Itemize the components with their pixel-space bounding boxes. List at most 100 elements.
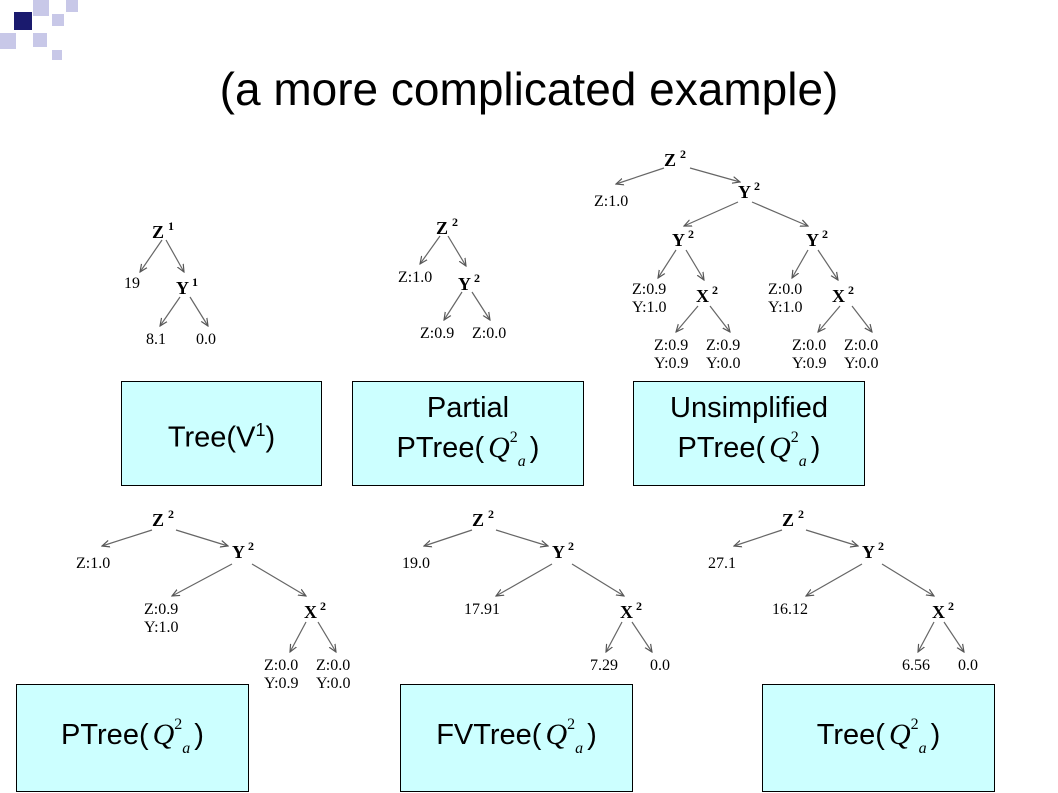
node-y: Y	[552, 542, 565, 562]
label-box-partial-ptree: Partial PTree(Q2a)	[352, 381, 584, 486]
leaf-value: 7.29	[590, 657, 618, 674]
box-label: Tree(Q2a)	[816, 716, 941, 757]
node-sup: 2	[320, 599, 326, 613]
leaf-value: 6.56	[902, 657, 930, 674]
q-symbol: Q2a	[488, 428, 526, 470]
leaf-value: 0.0	[650, 657, 670, 674]
label-box-tree-q: Tree(Q2a)	[762, 684, 995, 792]
leaf-value: Z:1.0	[594, 193, 628, 210]
leaf-value: Z:0.0	[768, 281, 802, 298]
node-x: X	[620, 602, 633, 622]
node-z: Z	[152, 510, 164, 530]
node-sup: 2	[712, 283, 718, 297]
leaf-value: Y:0.0	[316, 675, 351, 692]
node-sup: 2	[474, 271, 480, 285]
box-label: FVTree(Q2a)	[436, 716, 597, 757]
box-label-line1: Partial	[426, 391, 510, 424]
leaf-value: Y:1.0	[632, 299, 667, 316]
leaf-value: 8.1	[146, 331, 166, 348]
leaf-value: Z:0.0	[472, 325, 506, 342]
tree-fvtree: Z 2 19.0 Y 2 17.91 X 2 7.29 0.0	[402, 507, 670, 674]
leaf-value: Z:0.0	[844, 337, 878, 354]
node-x: X	[932, 602, 945, 622]
node-x: X	[696, 286, 709, 306]
corner-square-light	[66, 0, 78, 12]
node-y: Y	[176, 278, 189, 298]
leaf-value: Y:0.9	[264, 675, 299, 692]
box-label: Tree(V1)	[167, 419, 276, 454]
leaf-value: 0.0	[958, 657, 978, 674]
label-box-fvtree: FVTree(Q2a)	[400, 684, 633, 792]
node-sup: 2	[680, 147, 686, 161]
node-sup: 2	[168, 507, 174, 521]
node-y: Y	[738, 182, 751, 202]
node-sup: 2	[452, 215, 458, 229]
box-label-line2: PTree(Q2a)	[677, 428, 821, 470]
node-z: Z	[436, 218, 448, 238]
leaf-value: Y:0.9	[654, 355, 689, 372]
node-sup: 2	[688, 227, 694, 241]
node-sup: 2	[878, 539, 884, 553]
q-symbol: Q2a	[888, 716, 927, 757]
node-x: X	[832, 286, 845, 306]
node-y: Y	[458, 274, 471, 294]
leaf-value: Z:0.9	[144, 601, 178, 618]
node-y: Y	[672, 230, 685, 250]
corner-square-light	[0, 33, 16, 49]
node-y: Y	[806, 230, 819, 250]
node-sup: 1	[168, 219, 174, 233]
node-x: X	[304, 602, 317, 622]
node-sup: 2	[848, 283, 854, 297]
leaf-value: Z:0.9	[706, 337, 740, 354]
leaf-value: Z:0.9	[420, 325, 454, 342]
node-y: Y	[862, 542, 875, 562]
corner-square-light	[33, 33, 47, 47]
node-z: Z	[152, 222, 164, 242]
leaf-value: 27.1	[708, 555, 736, 572]
box-label: PTree(Q2a)	[61, 716, 204, 757]
leaf-value: 17.91	[464, 601, 500, 618]
leaf-value: Y:0.0	[706, 355, 741, 372]
q-symbol: Q2a	[769, 428, 807, 470]
leaf-value: Y:0.0	[844, 355, 879, 372]
node-y: Y	[232, 542, 245, 562]
tree-ptree: Z 2 Z:1.0 Y 2 Z:0.9 Y:1.0 X 2 Z:0.0 Y:0.…	[76, 507, 351, 692]
leaf-value: Y:1.0	[144, 619, 179, 636]
q-symbol: Q2a	[545, 716, 584, 757]
box-label-line2: PTree(Q2a)	[396, 428, 540, 470]
leaf-value: 0.0	[196, 331, 216, 348]
node-z: Z	[782, 510, 794, 530]
node-sup: 2	[822, 227, 828, 241]
node-sup: 2	[754, 179, 760, 193]
q-symbol: Q2a	[152, 716, 191, 757]
tree-partial: Z 2 Z:1.0 Y 2 Z:0.9 Z:0.0	[398, 215, 506, 342]
leaf-value: Z:1.0	[398, 269, 432, 286]
node-z: Z	[664, 150, 676, 170]
leaf-value: 19.0	[402, 555, 430, 572]
leaf-value: 16.12	[772, 601, 808, 618]
corner-square-dark	[14, 12, 32, 30]
label-box-unsimplified-ptree: Unsimplified PTree(Q2a)	[633, 381, 865, 486]
node-sup: 2	[568, 539, 574, 553]
tree-unsimplified: Z 2 Z:1.0 Y 2 Y 2 Y 2 Z:0.9 Y:1.0 X 2 Z:…	[594, 147, 879, 372]
node-sup: 1	[192, 275, 198, 289]
tree-final: Z 2 27.1 Y 2 16.12 X 2 6.56 0.0	[708, 507, 978, 674]
leaf-value: Z:0.0	[316, 657, 350, 674]
node-sup: 2	[948, 599, 954, 613]
leaf-value: Z:0.9	[654, 337, 688, 354]
leaf-value: Z:1.0	[76, 555, 110, 572]
leaf-value: Z:0.0	[792, 337, 826, 354]
slide-title: (a more complicated example)	[219, 63, 839, 115]
label-box-tree-v1: Tree(V1)	[121, 381, 322, 486]
corner-square-light	[33, 0, 49, 16]
node-z: Z	[472, 510, 484, 530]
leaf-value: 19	[124, 275, 140, 292]
label-box-ptree: PTree(Q2a)	[16, 684, 249, 792]
leaf-value: Z:0.0	[264, 657, 298, 674]
tree-v1: Z 1 19 Y 1 8.1 0.0	[124, 219, 216, 348]
leaf-value: Y:1.0	[768, 299, 803, 316]
node-sup: 2	[636, 599, 642, 613]
box-label-line1: Unsimplified	[670, 391, 828, 424]
node-sup: 2	[488, 507, 494, 521]
